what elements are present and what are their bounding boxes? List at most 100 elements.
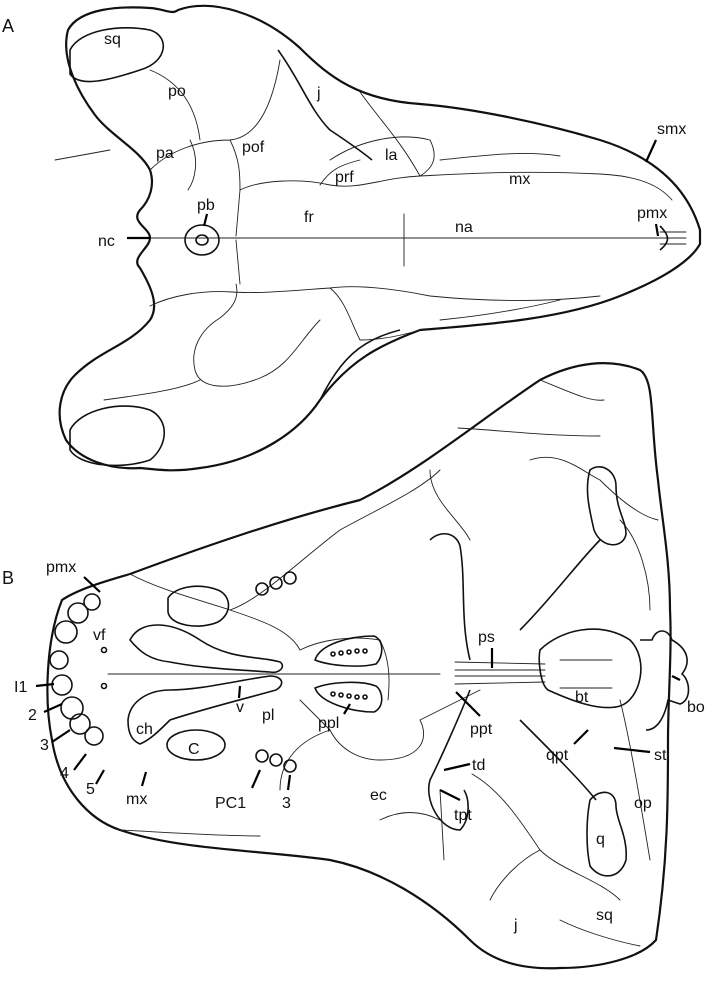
leader-i1 [35, 682, 55, 688]
label-ps: ps [478, 629, 495, 646]
label-ch: ch [136, 721, 153, 738]
left-choana [129, 624, 284, 674]
canine-alveolus [166, 729, 226, 761]
pterygoid-flange-upper [429, 533, 471, 661]
ventral-basioccipital-lobes [640, 630, 690, 731]
choana-upper-lobe [167, 585, 230, 627]
dorsal-sutures [54, 59, 673, 401]
quadrate-ramus [519, 539, 601, 801]
label-sq-dorsal: sq [104, 31, 121, 48]
dorsal-lower-temporal [69, 405, 165, 467]
label-bo: bo [687, 699, 705, 716]
label-smx: smx [657, 121, 686, 138]
leader-bo [671, 675, 681, 681]
upper-quadrate-column [586, 466, 627, 546]
leader-mx-ventral [140, 771, 148, 787]
incisor-alveolus [84, 726, 104, 746]
label-op: op [634, 795, 652, 812]
label-tpt: tpt [454, 807, 472, 824]
dorsal-orbit-lower [319, 329, 401, 401]
quadrate-q [586, 791, 627, 877]
label-j-dorsal: j [316, 85, 321, 102]
parasphenoid-bars [454, 661, 546, 685]
palatal-pad-upper [314, 635, 383, 667]
leader-i4 [73, 753, 87, 771]
leader-pc1 [250, 769, 262, 789]
incisor-alveolus [83, 593, 101, 611]
label-v: v [236, 699, 244, 716]
label-i5: 5 [86, 781, 95, 798]
incisor-alveolus [69, 713, 91, 735]
leader-st [613, 746, 651, 754]
label-pc1: PC1 [215, 795, 246, 812]
label-c: C [188, 741, 200, 758]
ventral-skull-outline [46, 362, 672, 970]
ventral-sutures [119, 379, 659, 947]
pineal-opening [184, 224, 220, 256]
label-mx-ventral: mx [126, 791, 147, 808]
dorsal-view: A sq po j pa pof la prf mx [2, 4, 702, 472]
label-pof: pof [242, 139, 265, 156]
leader-pc3 [286, 774, 292, 791]
basal-tubera-crest [559, 659, 613, 689]
leader-pmx-dorsal [654, 223, 660, 237]
ventral-view: B [2, 362, 705, 970]
label-j-ventral: j [513, 917, 518, 934]
label-qpt: qpt [546, 747, 569, 764]
label-st: st [654, 747, 667, 764]
palatal-pad-lower [314, 681, 383, 713]
label-q: q [596, 831, 605, 848]
label-i4: 4 [60, 765, 69, 782]
incisor-alveolus [67, 602, 89, 624]
leader-i5 [95, 769, 105, 785]
panel-label-a: A [2, 16, 14, 36]
label-sq-ventral: sq [596, 907, 613, 924]
label-prf: prf [335, 169, 354, 186]
label-i3: 3 [40, 737, 49, 754]
label-pl: pl [262, 707, 274, 724]
incisor-row [49, 593, 108, 746]
label-nc: nc [98, 233, 115, 250]
label-i2: 2 [28, 707, 37, 724]
vomerine-foramen [100, 646, 108, 654]
pterygoid-flange-lower [427, 689, 471, 831]
right-choana-ch [127, 675, 283, 745]
label-td: td [472, 757, 485, 774]
label-pb: pb [197, 197, 215, 214]
label-pa: pa [156, 145, 174, 162]
leader-i3 [51, 729, 71, 743]
panel-label-b: B [2, 568, 14, 588]
leader-v [237, 685, 242, 699]
label-la: la [385, 147, 398, 164]
label-bt: bt [575, 689, 589, 706]
label-ec: ec [370, 787, 387, 804]
vomerine-foramen [100, 682, 108, 690]
label-po: po [168, 83, 186, 100]
label-fr: fr [304, 209, 314, 226]
basal-tubera [538, 628, 642, 709]
label-pc3: 3 [282, 795, 291, 812]
leader-i2 [43, 702, 63, 714]
label-na: na [455, 219, 473, 236]
label-ppt: ppt [470, 721, 493, 738]
postcanine-row [255, 571, 297, 773]
dorsal-premaxillary-notch [659, 225, 669, 251]
leader-pmx-ventral [83, 576, 101, 593]
leader-pb [202, 213, 209, 227]
leader-td [443, 762, 471, 772]
leader-ppt [455, 691, 481, 717]
leader-smx [644, 139, 658, 163]
dorsal-upper-temporal [69, 27, 165, 83]
incisor-alveolus [49, 650, 69, 670]
dorsal-orbit-upper [277, 49, 373, 161]
incisor-alveolus [54, 620, 78, 644]
leader-ppl [343, 703, 351, 715]
label-mx-dorsal: mx [509, 171, 530, 188]
leader-tpt [439, 789, 461, 801]
label-pmx-ventral: pmx [46, 559, 76, 576]
incisor-alveolus [51, 674, 73, 696]
palatal-teeth [330, 648, 368, 700]
incisor-alveolus [60, 696, 84, 720]
label-i1: I1 [14, 679, 27, 696]
